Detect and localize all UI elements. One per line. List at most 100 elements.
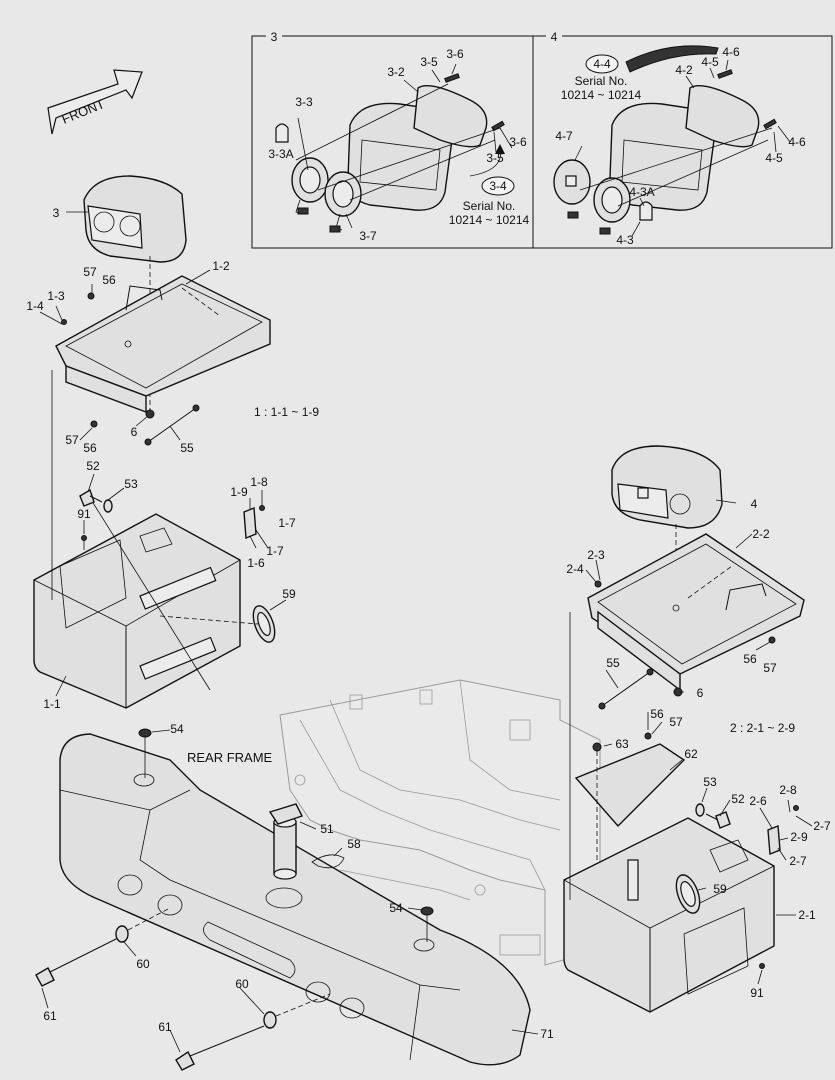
label-6a: 6 (131, 425, 138, 439)
label-58: 58 (347, 837, 361, 851)
label-1-6: 1-6 (247, 556, 265, 570)
label-6b: 6 (697, 686, 704, 700)
label-91a: 91 (77, 507, 91, 521)
label-57c: 57 (763, 661, 777, 675)
label-63: 63 (615, 737, 629, 751)
plate-62 (574, 742, 686, 872)
bolt-52-right (695, 803, 731, 829)
label-71: 71 (540, 1027, 554, 1041)
part-labels: 3-2 3-5 3-6 3-3 3-3A 3-5 3-6 3-7 4-2 4-5… (26, 45, 831, 1041)
bolt-61-b (175, 993, 331, 1071)
label-1-7a: 1-7 (278, 516, 296, 530)
serial-callout-4: 4-4 Serial No. 10214 ~ 10214 (561, 54, 642, 102)
detail-inset-box: 3 4 (251, 30, 833, 249)
label-52a: 52 (86, 459, 100, 473)
label-1-4: 1-4 (26, 299, 44, 313)
rear-lamp-3 (83, 175, 187, 410)
label-59b: 59 (713, 882, 727, 896)
label-60a: 60 (136, 957, 150, 971)
plug-54-a (138, 728, 152, 778)
label-3-2: 3-2 (387, 65, 405, 79)
battery-box-1-1 (33, 370, 276, 709)
inset-3-header: 3 (271, 30, 278, 44)
leader-lines (39, 211, 813, 1053)
label-3-3a: 3-3A (268, 147, 293, 161)
rear-frame-label: REAR FRAME (187, 750, 273, 765)
label-4: 4 (751, 497, 758, 511)
gas-strut-55-left (144, 404, 200, 446)
label-2-7a: 2-7 (813, 819, 831, 833)
label-60b: 60 (235, 977, 249, 991)
label-52b: 52 (731, 792, 745, 806)
rear-lamp-4 (611, 445, 723, 690)
label-54a: 54 (170, 722, 184, 736)
label-53b: 53 (703, 775, 717, 789)
label-2-4: 2-4 (566, 562, 584, 576)
label-3-6a: 3-6 (446, 47, 464, 61)
counterweight (59, 733, 531, 1066)
label-4-6b: 4-6 (788, 135, 806, 149)
label-2-2: 2-2 (752, 527, 770, 541)
serial-title-3: Serial No. (463, 199, 516, 213)
label-1-3: 1-3 (47, 289, 65, 303)
label-53a: 53 (124, 477, 138, 491)
lamp-housing-3-exploded (275, 63, 513, 233)
label-4-3a: 4-3A (629, 185, 654, 199)
front-direction-arrow: FRONT (47, 69, 143, 135)
group-note-2: 2 : 2-1 ~ 2-9 (730, 721, 795, 735)
serial-range-4: 10214 ~ 10214 (561, 88, 642, 102)
label-57b: 57 (65, 433, 79, 447)
plug-54-b (420, 906, 434, 942)
label-55b: 55 (606, 656, 620, 670)
bolt-61-a (35, 907, 171, 987)
label-4-7: 4-7 (555, 129, 573, 143)
serial-range-3: 10214 ~ 10214 (449, 213, 530, 227)
inset-4-header: 4 (551, 30, 558, 44)
label-3-7: 3-7 (359, 229, 377, 243)
cover-2-2 (587, 533, 805, 697)
small-fasteners (61, 292, 799, 969)
battery-box-2-1 (563, 612, 781, 1013)
label-4-5b: 4-5 (765, 151, 783, 165)
label-4-6a: 4-6 (722, 45, 740, 59)
label-1-9: 1-9 (230, 485, 248, 499)
label-4-2: 4-2 (675, 63, 693, 77)
label-91b: 91 (750, 986, 764, 1000)
lamp-housing-4-exploded (553, 45, 791, 237)
label-2-8: 2-8 (779, 783, 797, 797)
label-3-5a: 3-5 (420, 55, 438, 69)
label-1-8: 1-8 (250, 475, 268, 489)
label-2-3: 2-3 (587, 548, 605, 562)
gas-strut-55-right (598, 668, 654, 710)
lifting-eye-51 (268, 803, 303, 880)
label-2-1: 2-1 (798, 908, 816, 922)
label-3: 3 (53, 206, 60, 220)
serial-title-4: Serial No. (575, 74, 628, 88)
label-1-7b: 1-7 (266, 544, 284, 558)
group-note-1: 1 : 1-1 ~ 1-9 (254, 405, 319, 419)
serial-ref-4: 4-4 (593, 57, 611, 71)
label-2-9: 2-9 (790, 830, 808, 844)
label-3-6b: 3-6 (509, 135, 527, 149)
label-2-6: 2-6 (749, 794, 767, 808)
label-57d: 57 (669, 715, 683, 729)
label-56d: 56 (650, 707, 664, 721)
bolt-52-left (79, 488, 113, 513)
cover-1-2 (55, 275, 271, 419)
rear-frame: REAR FRAME (187, 679, 601, 966)
label-3-3: 3-3 (295, 95, 313, 109)
label-55a: 55 (180, 441, 194, 455)
serial-ref-3: 3-4 (489, 179, 507, 193)
label-1-2: 1-2 (212, 259, 230, 273)
label-1-1: 1-1 (43, 697, 61, 711)
label-4-3: 4-3 (616, 233, 634, 247)
label-3-5b: 3-5 (486, 151, 504, 165)
spring-pin-58 (311, 854, 345, 869)
label-61b: 61 (158, 1020, 172, 1034)
label-57a: 57 (83, 265, 97, 279)
label-59a: 59 (282, 587, 296, 601)
label-62: 62 (684, 747, 698, 761)
label-4-5a: 4-5 (701, 55, 719, 69)
label-56b: 56 (83, 441, 97, 455)
label-54b: 54 (389, 901, 403, 915)
